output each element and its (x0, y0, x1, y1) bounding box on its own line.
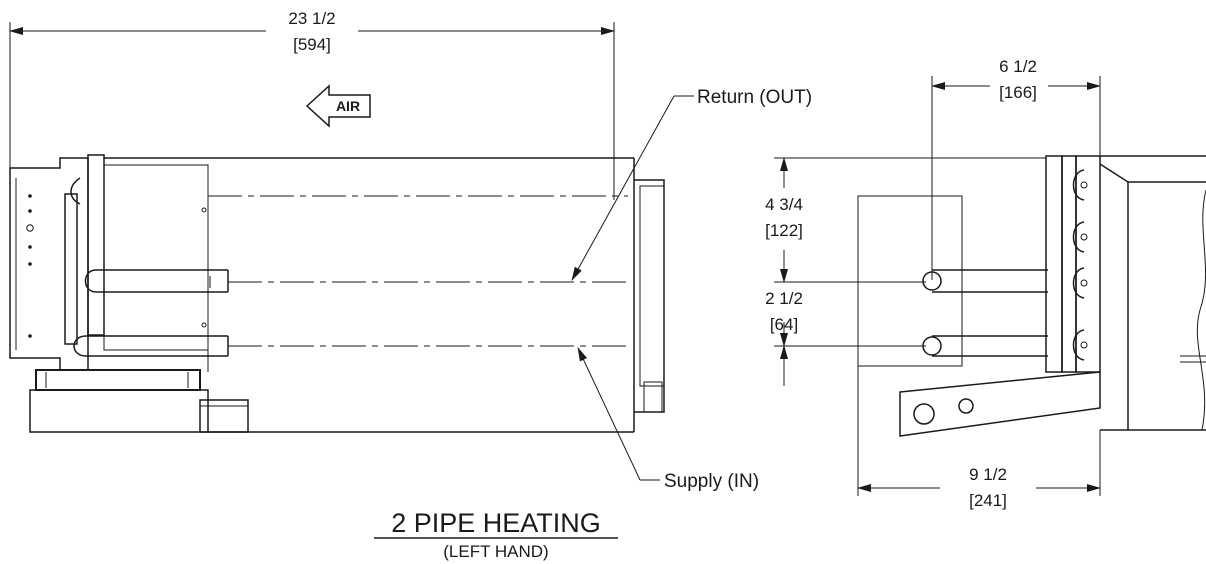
cabinet-side (1099, 155, 1206, 431)
mounting-bracket (899, 371, 1101, 437)
overall-length-dimension: 23 1/2 [594] (9, 9, 615, 200)
supply-callout: Supply (IN) (577, 347, 759, 492)
top-to-return-dimension: 4 3/4 [122] (765, 157, 1046, 283)
end-plate (9, 154, 209, 372)
supply-label: Supply (IN) (664, 471, 759, 492)
overall-length-metric: [594] (293, 35, 331, 54)
pipe-spacing-imperial: 2 1/2 (765, 289, 803, 308)
top-to-return-imperial: 4 3/4 (765, 195, 803, 214)
side-view: 23 1/2 [594] AIR (9, 9, 812, 561)
return-pipe-stub (922, 269, 1048, 293)
pipe-spacing-dimension: 2 1/2 [64] (765, 281, 926, 386)
supply-pipe (73, 335, 229, 357)
end-view: 6 1/2 [166] 4 3/4 [122] 2 1/2 [64] (765, 57, 1206, 510)
overall-length-imperial: 23 1/2 (288, 9, 335, 28)
supply-pipe-stub (922, 335, 1048, 357)
base-bracket (29, 369, 249, 433)
return-callout: Return (OUT) (571, 87, 812, 281)
pipe-offset-imperial: 6 1/2 (999, 57, 1037, 76)
return-label: Return (OUT) (697, 87, 812, 108)
header-manifold (1045, 155, 1101, 373)
overall-depth-dimension: 9 1/2 [241] (857, 366, 1101, 510)
title: 2 PIPE HEATING (391, 508, 601, 538)
overall-depth-metric: [241] (969, 491, 1007, 510)
coil-end-outline (857, 195, 963, 367)
subtitle: (LEFT HAND) (443, 542, 548, 561)
pipe-offset-dimension: 6 1/2 [166] (931, 57, 1101, 280)
airflow-label: AIR (336, 98, 360, 114)
airflow-arrow: AIR (305, 84, 371, 128)
top-to-return-metric: [122] (765, 221, 803, 240)
pipe-offset-metric: [166] (999, 83, 1037, 102)
pipe-spacing-metric: [64] (770, 315, 798, 334)
coil-body (104, 157, 665, 433)
drawing-title: 2 PIPE HEATING (LEFT HAND) (374, 508, 618, 561)
return-pipe (70, 177, 229, 293)
overall-depth-imperial: 9 1/2 (969, 465, 1007, 484)
